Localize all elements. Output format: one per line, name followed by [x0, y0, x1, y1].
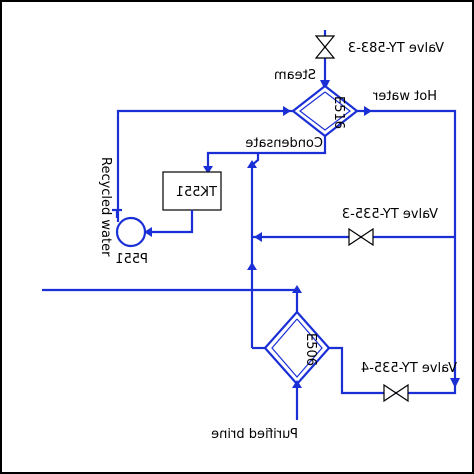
label-valve-bottom: Valve TY-535-4: [361, 361, 457, 376]
label-e516: E516: [331, 96, 346, 129]
label-purified-brine: Purified brine: [211, 427, 298, 442]
label-valve-mid: Valve TY-535-3: [342, 207, 438, 222]
valve-bottom-line: [329, 346, 457, 395]
heat-exchanger-e516: [291, 84, 359, 138]
label-condensate: Condensate: [245, 136, 323, 151]
valve-mid-arrow: [254, 232, 262, 242]
valve-ty-535-4: [383, 383, 409, 403]
label-hot-water: Hot water: [372, 89, 437, 104]
label-e506: E506: [303, 333, 318, 366]
label-tk551: TK551: [176, 185, 218, 200]
valve-ty-535-3: [348, 227, 374, 247]
condensate-arrow: [203, 166, 213, 174]
label-valve-steam: Valve TY-583-3: [348, 41, 444, 56]
valve-steam: [314, 35, 336, 59]
recycled-water-arrow: [283, 106, 291, 116]
tank-to-pump-line: [148, 210, 194, 234]
label-steam: Steam: [274, 68, 316, 83]
condensate-line: [206, 136, 327, 172]
center-up-arrow: [247, 160, 257, 168]
left-feed-line: [42, 288, 299, 312]
label-p551: P551: [115, 252, 148, 267]
right-down-arrow: [450, 378, 460, 388]
recycled-water-line: [116, 109, 293, 222]
tank-to-pump-arrow: [144, 227, 152, 237]
center-riser-line: [250, 153, 260, 348]
hot-water-arrow: [364, 106, 372, 116]
hot-water-line: [357, 109, 457, 385]
center-mid-arrow: [247, 262, 257, 270]
pump-p551: [112, 208, 147, 248]
heat-exchanger-e506: [263, 310, 331, 386]
tank-tk551: [162, 171, 222, 211]
purified-brine-arrow: [292, 380, 302, 388]
left-feed-arrow: [292, 285, 302, 293]
label-recycled-water: Recycled water: [98, 157, 113, 257]
